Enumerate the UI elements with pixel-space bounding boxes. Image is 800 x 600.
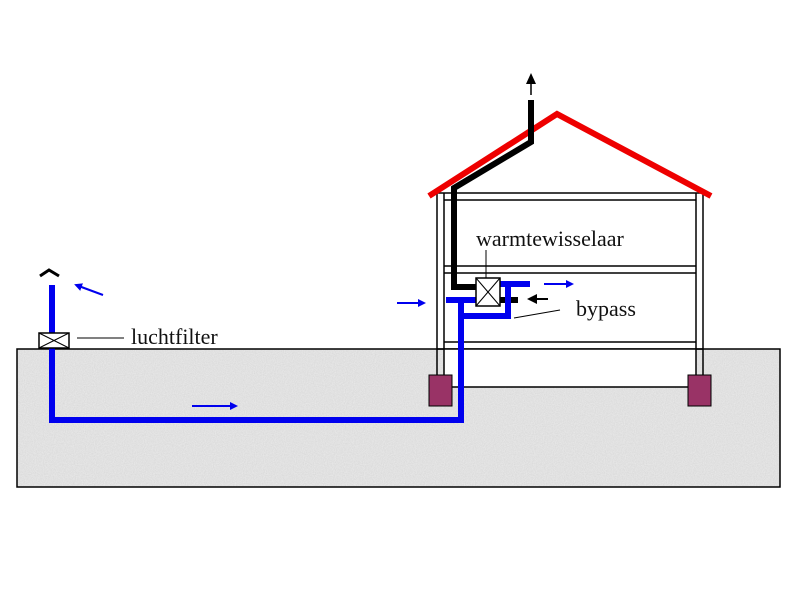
bypass-label: bypass xyxy=(576,296,636,321)
heat-exchanger-label: warmtewisselaar xyxy=(476,226,624,251)
ground-duct xyxy=(49,285,464,423)
foundation-right xyxy=(687,374,712,407)
bypass-duct xyxy=(461,284,511,319)
crawlspace xyxy=(444,349,696,387)
intake-cap-icon xyxy=(39,268,60,278)
ground-outline xyxy=(16,348,781,488)
foundation-left xyxy=(428,374,453,407)
outside-air-intake-arrow xyxy=(74,283,104,296)
air-filter-cross-b xyxy=(38,332,70,349)
exhaust-out-arrow-head xyxy=(526,73,536,84)
supply-ducts xyxy=(49,281,530,423)
air-filter xyxy=(38,332,70,349)
bypass-leader xyxy=(513,309,561,319)
heat-exchanger xyxy=(475,277,501,307)
heat-exchanger-cross-b xyxy=(475,277,501,307)
roof xyxy=(427,110,713,199)
air-filter-label: luchtfilter xyxy=(131,324,218,349)
exhaust-duct xyxy=(451,100,534,290)
house-structure xyxy=(436,192,704,375)
